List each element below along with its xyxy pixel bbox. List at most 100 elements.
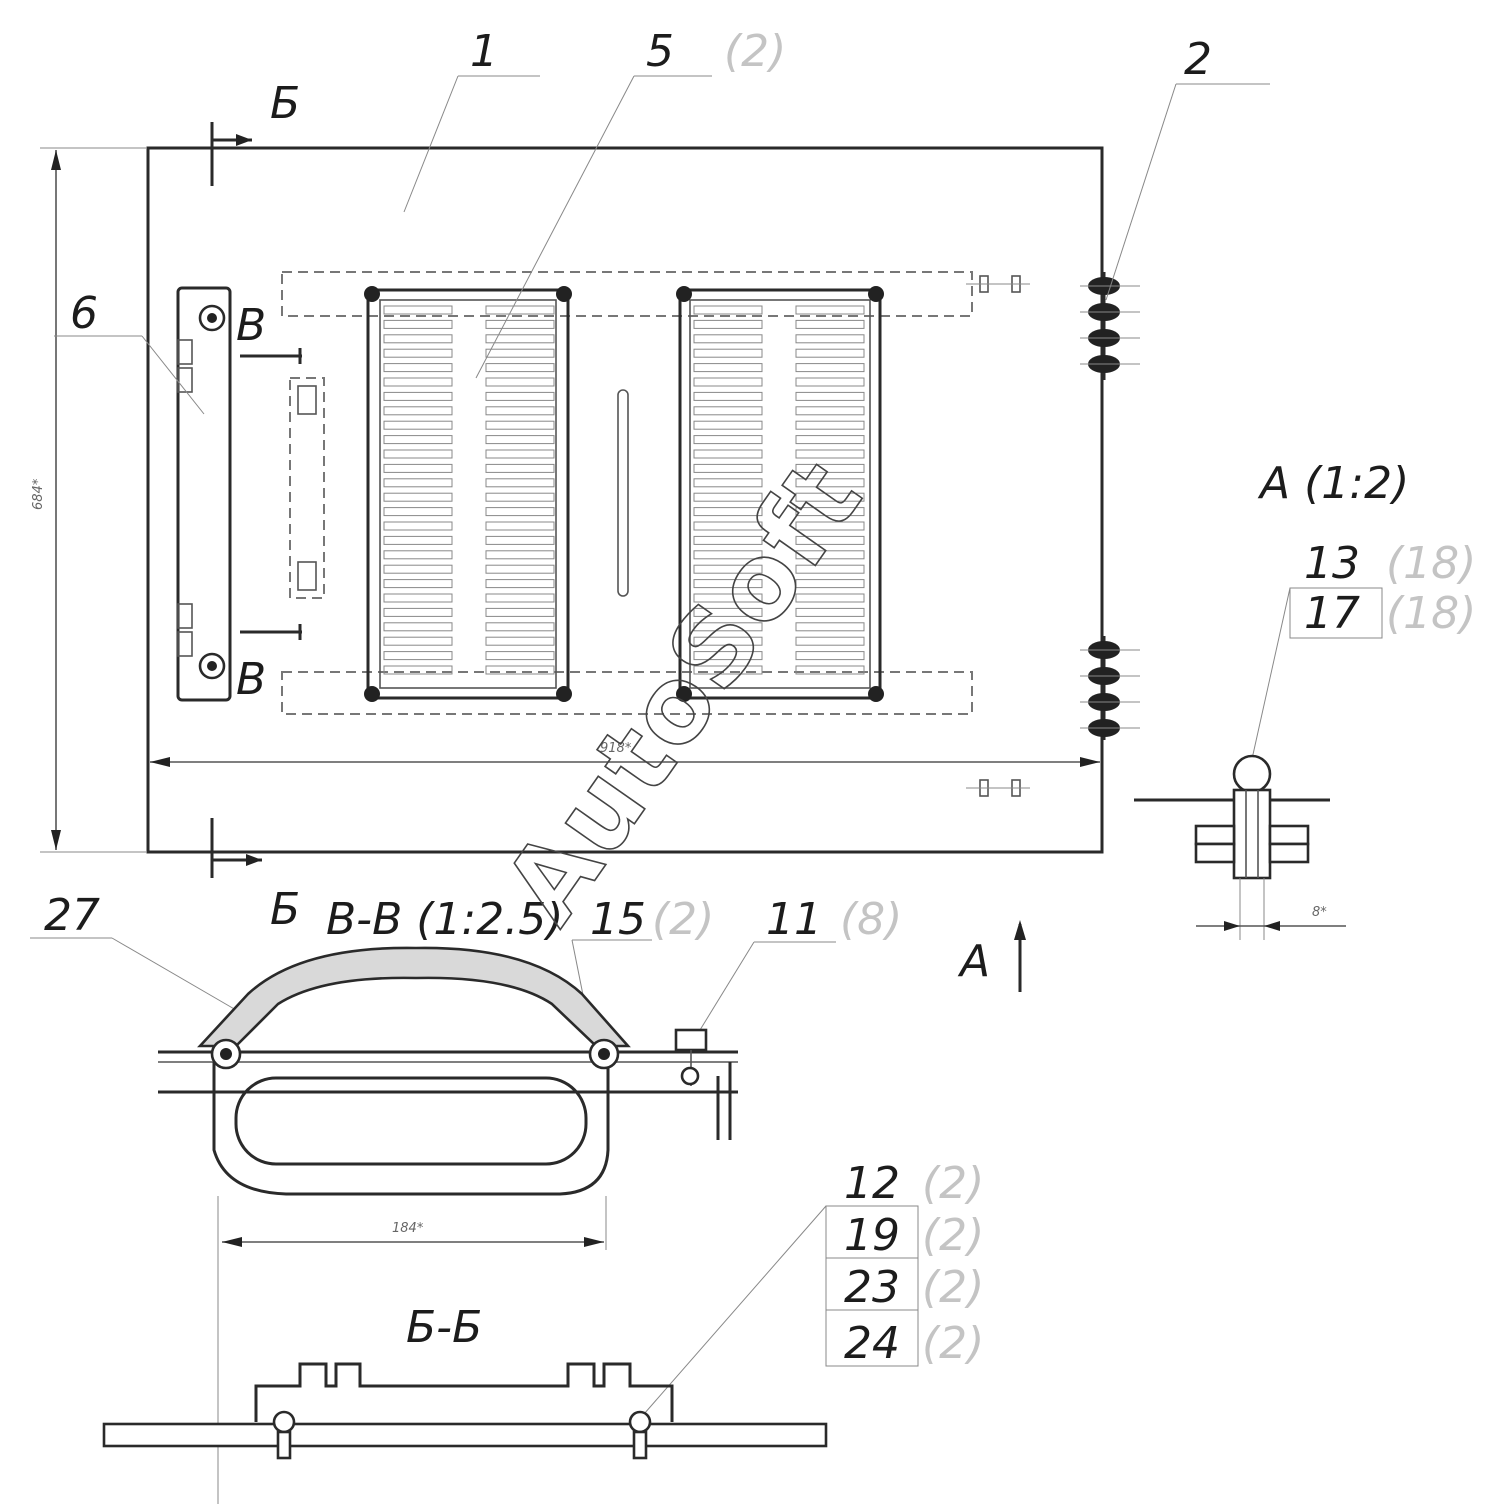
louvre-slot <box>795 406 865 416</box>
panel-outline <box>146 146 1104 854</box>
louvre-slot <box>485 535 555 545</box>
section-bb-part-12-qty: (2) <box>922 1158 984 1209</box>
hidden-handle <box>240 348 325 640</box>
louvre-slot <box>693 564 763 574</box>
section-bb-part-24: 24 <box>844 1318 900 1369</box>
callout-part-15-qty: (2) <box>652 894 714 945</box>
section-bb-part-19-qty: (2) <box>922 1210 984 1261</box>
right-clamps-lower <box>1080 636 1140 740</box>
louvre-slot <box>485 478 555 488</box>
louvre-slot <box>795 564 865 574</box>
section-mark-b-bottom: Б <box>270 884 300 935</box>
handle-span-dimension: 184* <box>392 1221 424 1236</box>
louvre-slot <box>383 607 453 617</box>
louvre-slot <box>693 348 763 358</box>
louvre-slot <box>693 579 763 589</box>
louvre-slot <box>383 665 453 675</box>
louvre-slot <box>693 651 763 661</box>
louvre-slot <box>383 363 453 373</box>
louvre-slot <box>795 305 865 315</box>
callout-part-5-qty: (2) <box>724 26 786 77</box>
louvre-slot <box>795 391 865 401</box>
grille-right <box>676 286 884 702</box>
louvre-slot <box>693 391 763 401</box>
louvre-slot <box>795 319 865 329</box>
lower-rail <box>281 671 973 715</box>
louvre-slot <box>693 334 763 344</box>
section-bb-view: Б-Б 12 (2) 19 (2) 23 (2) 24 (2) <box>102 1158 984 1460</box>
louvre-slot <box>383 334 453 344</box>
louvre-slot <box>383 564 453 574</box>
louvre-slot <box>383 420 453 430</box>
callout-part-27: 27 <box>44 890 100 941</box>
louvre-slot <box>693 607 763 617</box>
louvre-slot <box>795 550 865 560</box>
louvre-slot <box>485 651 555 661</box>
section-vv-view: В-В (1:2.5) 27 15 (2) 11 (8) <box>30 890 902 1504</box>
louvre-slot <box>383 391 453 401</box>
louvre-slot <box>485 377 555 387</box>
detail-a-gap-dimension: 8* <box>1312 905 1327 920</box>
louvre-slot <box>485 305 555 315</box>
louvre-slot <box>693 363 763 373</box>
louvre-slot <box>693 420 763 430</box>
callout-part-1: 1 <box>470 26 498 77</box>
height-dimension-label: 684* <box>31 478 46 510</box>
louvre-slot <box>795 463 865 473</box>
louvre-slot <box>693 435 763 445</box>
dimension-height: 684* <box>31 147 146 853</box>
louvre-slot <box>485 636 555 646</box>
louvre-slot <box>693 478 763 488</box>
section-b-markers <box>210 122 262 878</box>
louvre-slot <box>693 636 763 646</box>
louvre-slot <box>795 535 865 545</box>
louvre-slot <box>383 550 453 560</box>
louvre-slot <box>795 665 865 675</box>
louvre-slot <box>693 319 763 329</box>
louvre-slot <box>383 348 453 358</box>
louvre-slot <box>485 665 555 675</box>
louvre-slot <box>383 305 453 315</box>
section-mark-v-lower: В <box>236 654 266 705</box>
louvre-slot <box>693 521 763 531</box>
leader-lines <box>54 75 1270 415</box>
louvre-slot <box>485 521 555 531</box>
louvre-slot <box>693 492 763 502</box>
louvre-slot <box>693 449 763 459</box>
louvre-slot <box>485 363 555 373</box>
louvre-slot <box>693 305 763 315</box>
handle-bracket <box>176 286 232 702</box>
callout-part-5: 5 <box>646 26 674 77</box>
louvre-slot <box>795 334 865 344</box>
louvre-slot <box>693 535 763 545</box>
grille-left <box>364 286 572 702</box>
louvre-slot <box>383 377 453 387</box>
louvre-slot <box>485 420 555 430</box>
section-mark-b-top: Б <box>270 78 300 129</box>
louvre-slot <box>383 492 453 502</box>
louvre-slot <box>795 651 865 661</box>
louvre-slot <box>795 507 865 517</box>
louvre-slot <box>795 348 865 358</box>
louvre-slot <box>795 521 865 531</box>
callout-part-11: 11 <box>766 894 822 945</box>
louvre-slot <box>795 363 865 373</box>
watermark: AutoSoft <box>481 438 887 945</box>
section-mark-v-upper: В <box>236 300 266 351</box>
louvre-slot <box>383 651 453 661</box>
callout-part-2: 2 <box>1184 34 1212 85</box>
louvre-slot <box>485 593 555 603</box>
detail-a-title: А (1:2) <box>1257 458 1409 509</box>
louvre-slot <box>795 492 865 502</box>
callout-part-15: 15 <box>590 894 646 945</box>
section-bb-part-23: 23 <box>844 1262 900 1313</box>
louvre-slot <box>485 449 555 459</box>
louvre-slot <box>795 420 865 430</box>
louvre-slot <box>485 435 555 445</box>
louvre-slot <box>383 636 453 646</box>
louvre-slot <box>383 579 453 589</box>
section-bb-part-19: 19 <box>844 1210 900 1261</box>
small-marks <box>966 275 1030 797</box>
louvre-slot <box>795 636 865 646</box>
